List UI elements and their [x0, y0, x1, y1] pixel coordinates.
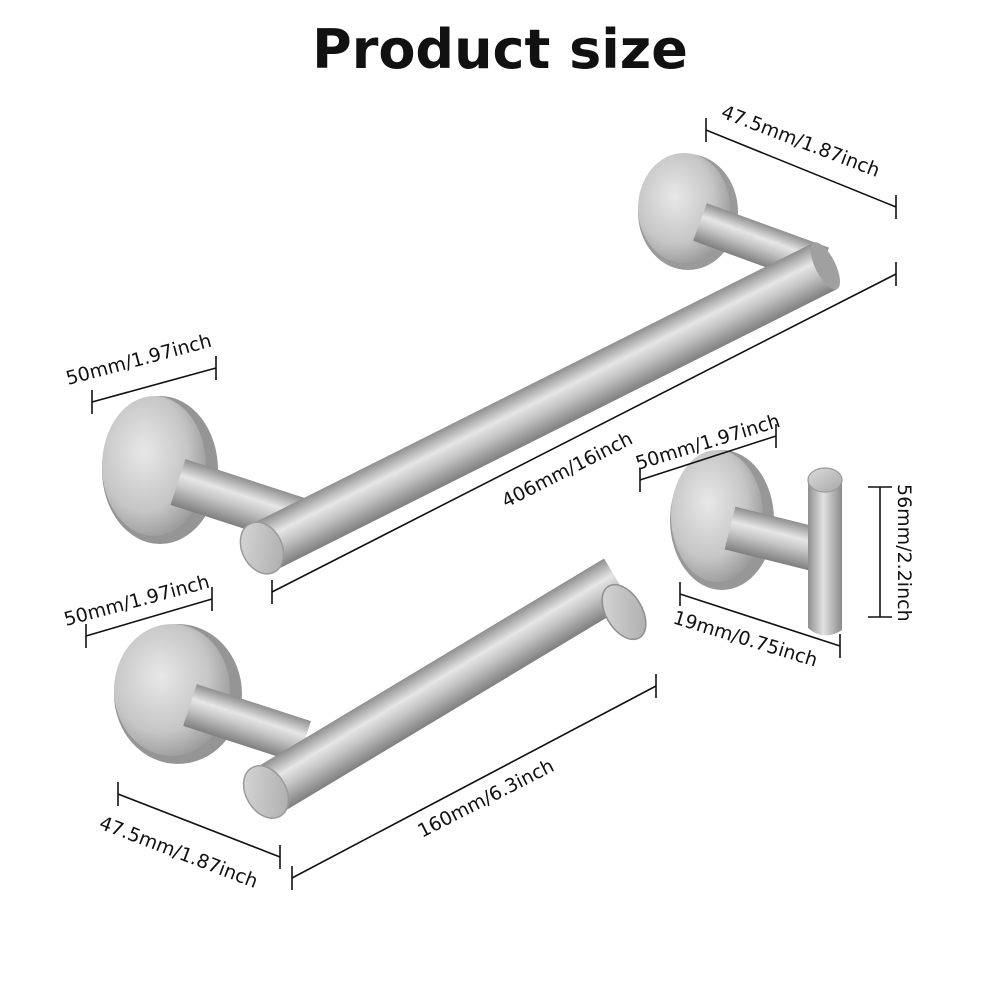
- towel-bar-rod-end-cap: [239, 521, 285, 575]
- robe-hook-head: [807, 467, 843, 636]
- hook-height-label: 56mm/2.2inch: [893, 484, 915, 622]
- paper-holder-rod: [252, 558, 631, 815]
- robe-hook-post: [724, 506, 828, 573]
- paper-holder-rod-end-cap: [242, 765, 290, 819]
- paper-holder-end-flange: [601, 583, 647, 641]
- paper-holder-post: [183, 684, 311, 764]
- towel-bar-base-diameter-label: 50mm/1.97inch: [64, 330, 214, 390]
- paper-holder: [114, 558, 647, 819]
- paper-holder-base-depth-label: 47.5mm/1.87inch: [96, 812, 261, 893]
- dimension-lines: [85, 118, 897, 890]
- towel-bar-rod: [250, 242, 840, 572]
- robe-hook: [670, 450, 843, 636]
- page-title: Product size: [312, 18, 688, 81]
- towel-bar-base-depth-label: 47.5mm/1.87inch: [718, 101, 883, 182]
- paper-holder-length-label: 160mm/6.3inch: [414, 755, 557, 843]
- towel-bar: [102, 153, 840, 575]
- hook-depth-label: 19mm/0.75inch: [671, 607, 821, 672]
